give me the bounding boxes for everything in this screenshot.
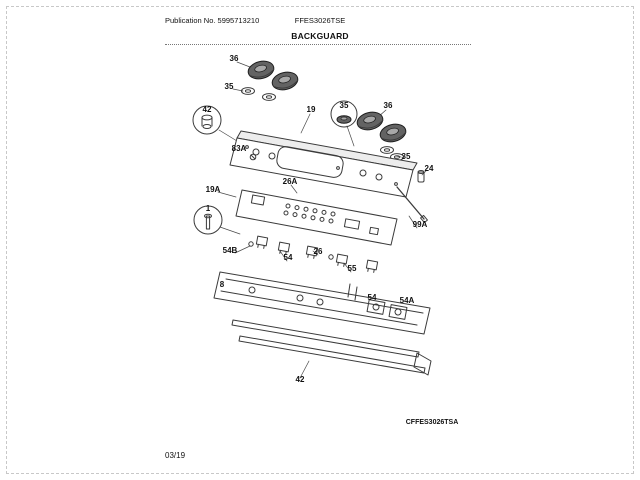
control-panel	[229, 130, 418, 198]
header-divider	[165, 44, 471, 45]
callout-42: 42	[296, 375, 305, 384]
knobs-right	[354, 109, 409, 145]
section-title: BACKGUARD	[291, 31, 349, 41]
callout-35: 35	[340, 101, 349, 110]
knobs-top	[245, 58, 301, 93]
callout-19a: 19A	[206, 185, 221, 194]
callout-54: 54	[284, 253, 293, 262]
screws-small	[248, 241, 334, 260]
callout-labels: 36 35 42 19 35 36 35 24 83A 19A 26A 1 54B 54 26 55 99A 8 5…	[203, 54, 434, 384]
revision-date: 03/19	[165, 451, 186, 460]
callout-26: 26	[314, 247, 323, 256]
publication-number: Publication No. 5995713210	[165, 16, 260, 25]
callout-36: 36	[384, 101, 393, 110]
screw-83a	[249, 153, 257, 161]
callout-35: 35	[402, 152, 411, 161]
detail-circle-1	[193, 205, 223, 235]
callout-54: 54	[368, 293, 377, 302]
callout-35: 35	[225, 82, 234, 91]
diagram-code: CFFES3026TSA	[406, 419, 459, 426]
callout-99a: 99A	[413, 220, 428, 229]
callout-83a: 83A	[232, 144, 247, 153]
callout-55: 55	[348, 264, 357, 273]
detail-circle-35	[330, 100, 358, 128]
model-number: FFES3026TSE	[294, 16, 346, 25]
detail-circle-42	[192, 105, 222, 135]
callout-1: 1	[206, 204, 211, 213]
callout-42: 42	[203, 105, 212, 114]
callout-36: 36	[230, 54, 239, 63]
callout-19: 19	[307, 105, 316, 114]
callout-26a: 26A	[283, 177, 298, 186]
bottom-trim	[231, 319, 432, 376]
ground-harness	[396, 186, 428, 224]
callout-54b: 54B	[223, 246, 238, 255]
keypad-contacts	[283, 203, 336, 224]
control-board	[235, 189, 398, 246]
lower-panel	[213, 271, 431, 335]
callout-8: 8	[220, 280, 225, 289]
callout-54a: 54A	[400, 296, 415, 305]
spacer-24	[417, 170, 425, 183]
callout-24: 24	[425, 164, 434, 173]
spring-clips-left	[241, 87, 276, 101]
